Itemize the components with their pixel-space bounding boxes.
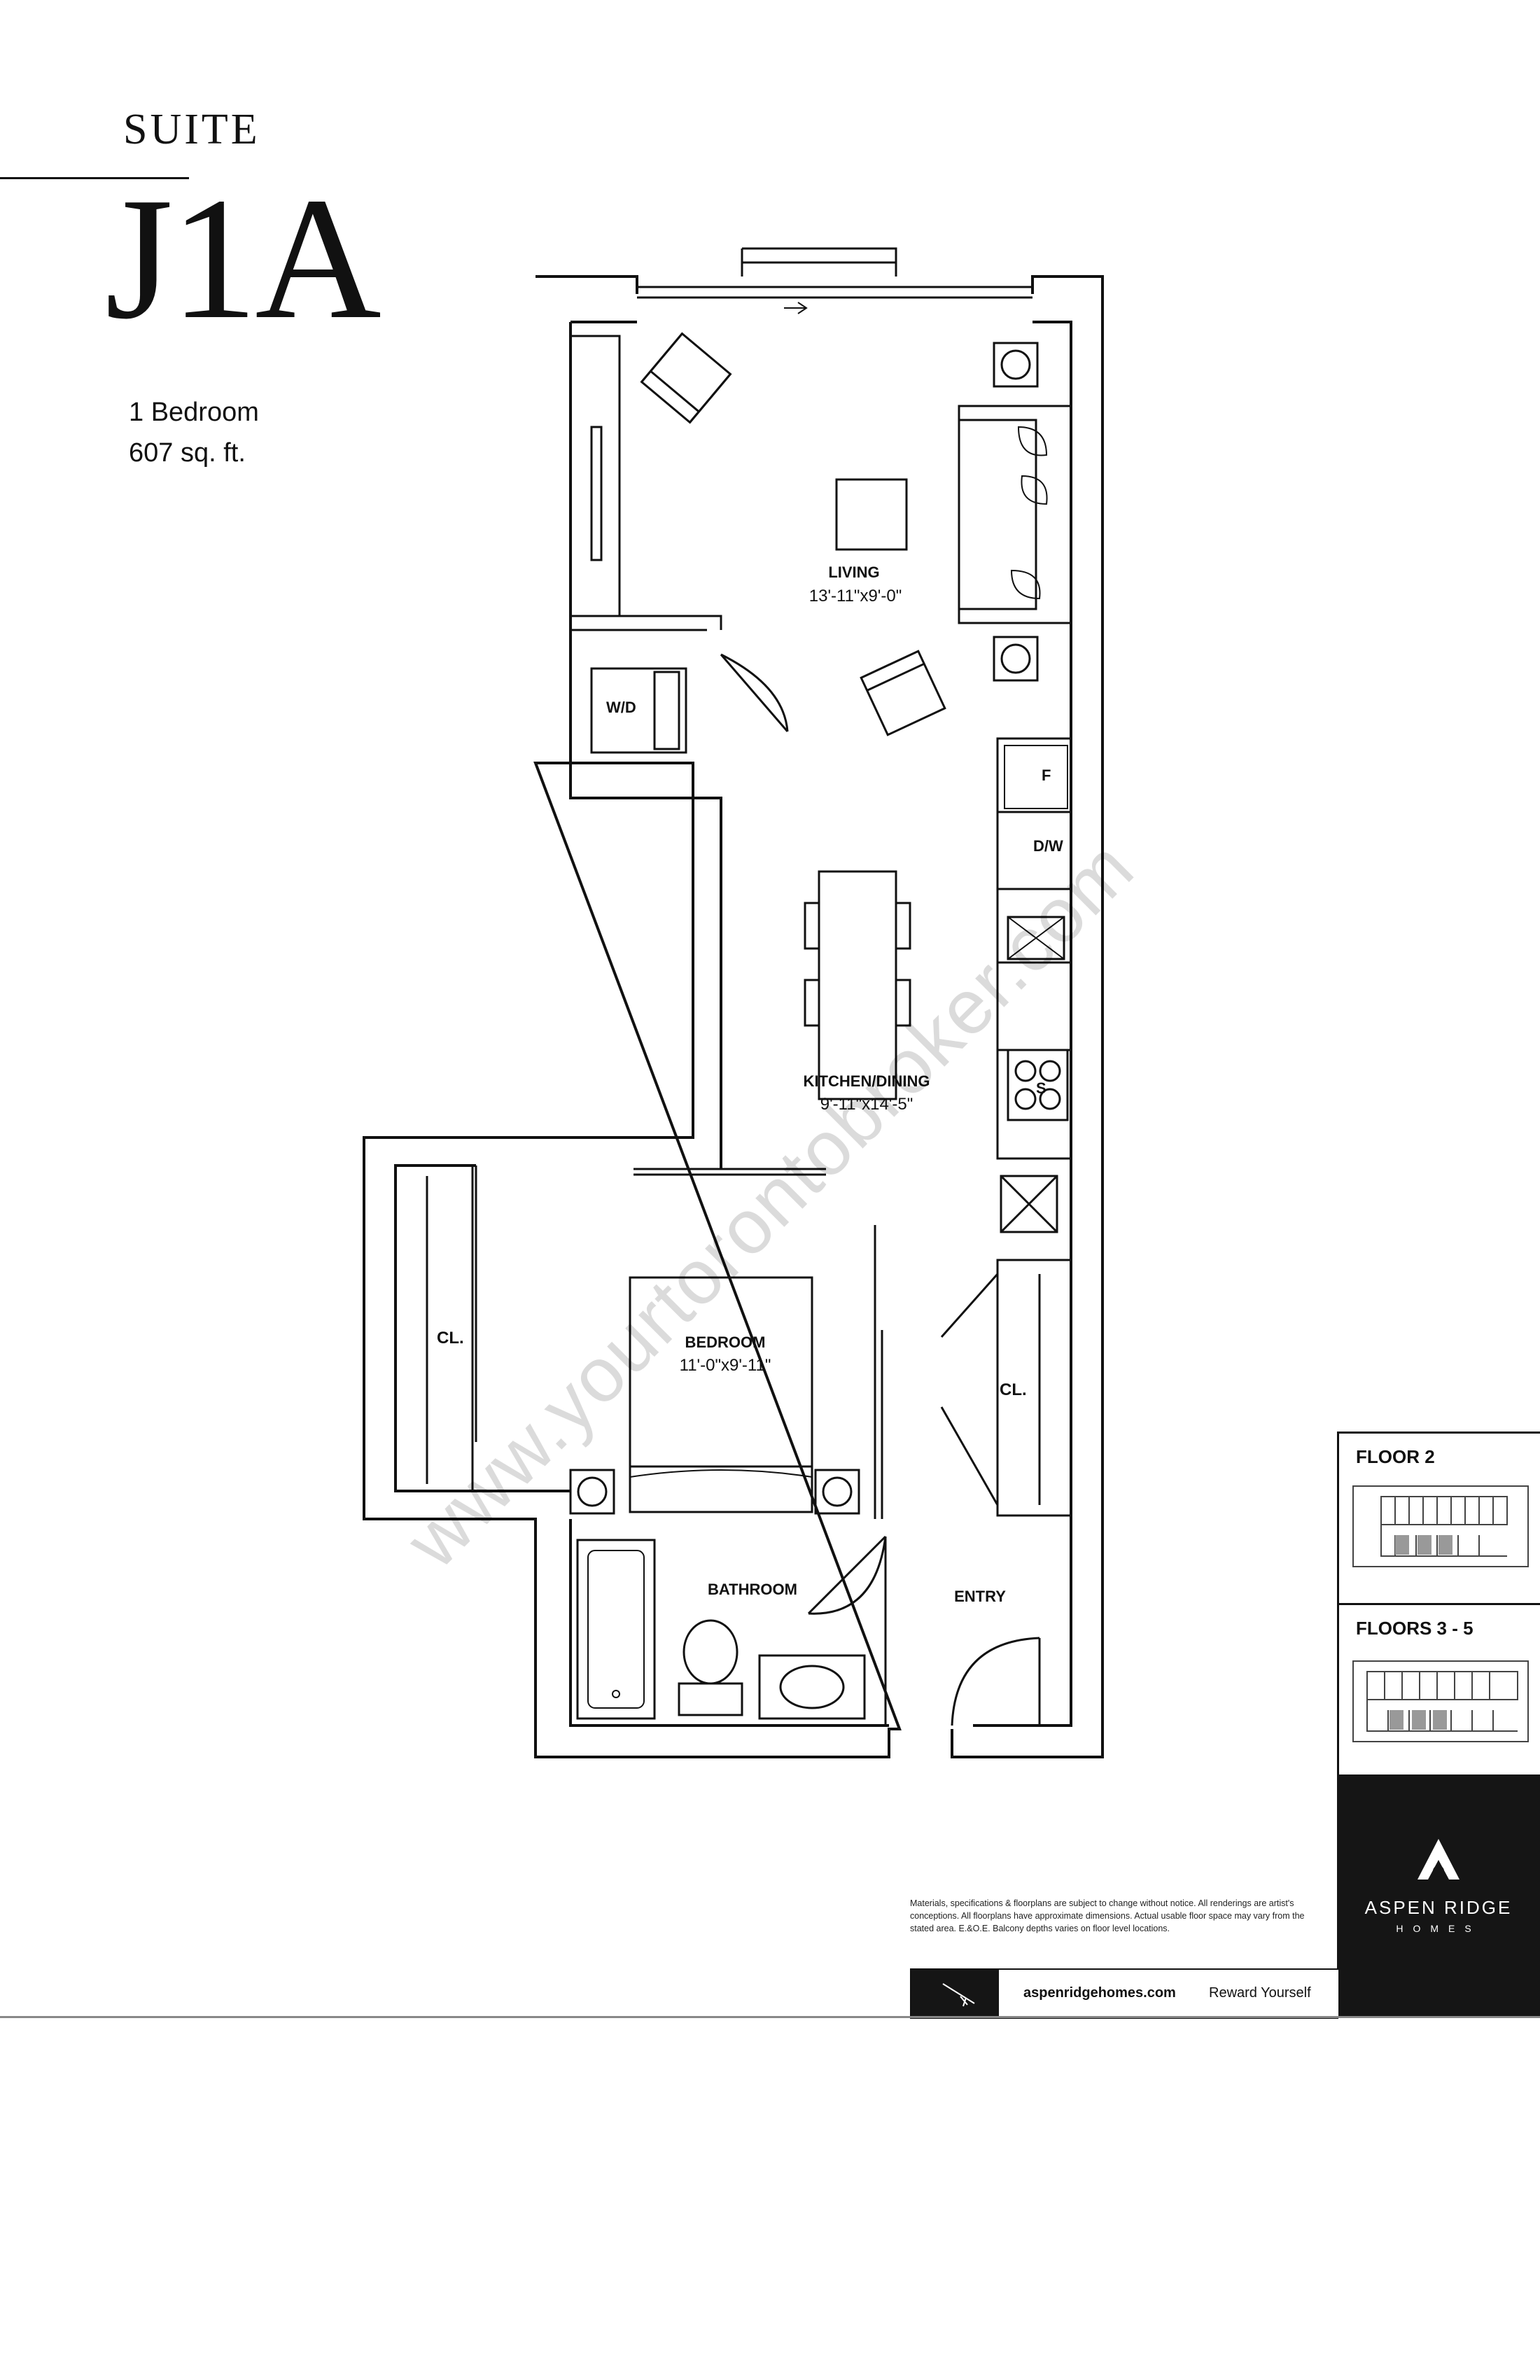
room-name-closet-left: CL. xyxy=(437,1329,464,1348)
bathtub-inner xyxy=(587,1550,645,1709)
closet-right-doors xyxy=(940,1273,999,1506)
closet-left xyxy=(394,1164,474,1492)
vanity xyxy=(758,1654,866,1720)
mechanical-box xyxy=(1000,1175,1058,1233)
keyplan-diagram xyxy=(1352,1660,1529,1742)
window xyxy=(637,247,1032,299)
keyplan-title: FLOORS 3 - 5 xyxy=(1356,1618,1474,1639)
sofa xyxy=(958,405,1072,624)
room-size-kitchen: 9'-11"x14'-5" xyxy=(820,1095,913,1114)
kitchen-counter xyxy=(996,737,1072,1160)
room-name-closet-right: CL. xyxy=(1000,1380,1027,1399)
suite-code: J1A xyxy=(105,162,382,356)
living-wall xyxy=(570,615,722,631)
wd-door xyxy=(720,653,789,732)
dining-chairs xyxy=(804,902,911,1027)
bathroom-door xyxy=(807,1535,887,1615)
bedroom-count: 1 Bedroom xyxy=(129,398,259,427)
vent-icon xyxy=(569,342,1039,1515)
brand-logo-icon xyxy=(1418,1839,1460,1879)
slide-arrow xyxy=(784,302,808,314)
bathtub xyxy=(576,1539,656,1720)
closet-right xyxy=(996,1259,1072,1517)
wd-panel xyxy=(653,671,680,750)
brand-name: ASPEN RIDGE xyxy=(1364,1897,1513,1918)
disclaimer: Materials, specifications & floorplans a… xyxy=(910,1898,1305,1933)
counter-divisions xyxy=(997,811,1071,1051)
armchair-bottom xyxy=(860,650,946,736)
suite-label: SUITE xyxy=(123,106,260,153)
room-name-bedroom: BEDROOM xyxy=(685,1334,766,1351)
page-baseline xyxy=(0,2016,1540,2018)
bed-frame xyxy=(629,1465,813,1513)
brand-panel: ASPEN RIDGE HOMES xyxy=(1337,1774,1540,2016)
tv xyxy=(590,426,603,561)
keyplan-floors-3-5: FLOORS 3 - 5 xyxy=(1337,1603,1540,1779)
room-name-entry: ENTRY xyxy=(954,1588,1006,1605)
brand-sub: HOMES xyxy=(1396,1923,1481,1934)
keyplan-title: FLOOR 2 xyxy=(1356,1446,1435,1467)
stove-label: S xyxy=(1036,1079,1046,1097)
room-name-kitchen: KITCHEN/DINING xyxy=(803,1072,930,1090)
stove xyxy=(1007,1049,1069,1121)
title-rule xyxy=(0,177,189,179)
bedroom-wall xyxy=(874,1225,883,1519)
room-size-bedroom: 11'-0"x9'-11" xyxy=(679,1356,771,1375)
tagline: Reward Yourself xyxy=(1209,1985,1311,2001)
fridge xyxy=(1004,745,1068,809)
bed-linens xyxy=(629,1469,813,1478)
coffee-table xyxy=(835,478,908,551)
sofa-seat xyxy=(958,419,1037,610)
pillow xyxy=(1010,426,1048,600)
fridge-label: F xyxy=(1042,766,1051,784)
armchair-top xyxy=(640,332,732,424)
washer-dryer xyxy=(590,667,687,754)
entry-door xyxy=(951,1637,1041,1726)
outer-wall xyxy=(363,275,1104,1758)
washer-dryer-label: W/D xyxy=(606,699,636,716)
toilet xyxy=(678,1619,743,1716)
room-name-bathroom: BATHROOM xyxy=(708,1581,797,1598)
keyplan-floor-2: FLOOR 2 xyxy=(1337,1432,1540,1607)
compass-icon xyxy=(911,1970,999,2017)
room-size-living: 13'-11"x9'-0" xyxy=(808,587,902,606)
room-name-living: LIVING xyxy=(828,564,880,581)
suite-area: 607 sq. ft. xyxy=(129,438,246,468)
keyplan-diagram xyxy=(1352,1485,1529,1567)
dishwasher-label: D/W xyxy=(1033,837,1063,855)
sink xyxy=(1007,916,1065,960)
bedroom-door xyxy=(634,1168,826,1176)
website-link[interactable]: aspenridgehomes.com xyxy=(1023,1985,1176,2001)
media-console xyxy=(569,335,621,617)
footer-bar: aspenridgehomes.com Reward Yourself xyxy=(910,1968,1338,2019)
